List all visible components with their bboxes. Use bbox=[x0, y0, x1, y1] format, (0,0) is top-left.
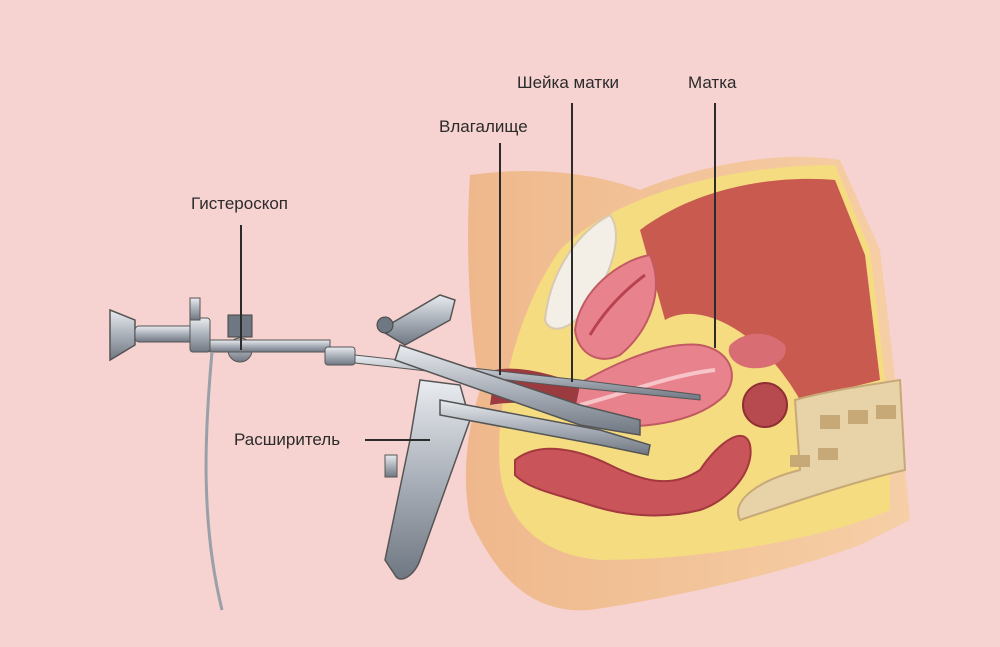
label-cervix: Шейка матки bbox=[517, 73, 620, 92]
vertebrae bbox=[790, 405, 896, 467]
leader-lines bbox=[240, 103, 716, 441]
label-speculum: Расширитель bbox=[234, 430, 341, 449]
ovary bbox=[728, 333, 786, 369]
bowel bbox=[514, 434, 752, 517]
abdominal-muscle bbox=[640, 178, 880, 400]
uterine-cavity bbox=[579, 368, 716, 407]
bladder bbox=[543, 213, 617, 330]
colon-section bbox=[742, 382, 788, 428]
speculum-instrument bbox=[376, 294, 651, 580]
label-uterus: Матка bbox=[688, 73, 737, 92]
label-hysteroscope: Гистероскоп bbox=[191, 194, 288, 213]
label-vagina: Влагалище bbox=[439, 117, 528, 136]
bladder-folds bbox=[588, 273, 646, 336]
